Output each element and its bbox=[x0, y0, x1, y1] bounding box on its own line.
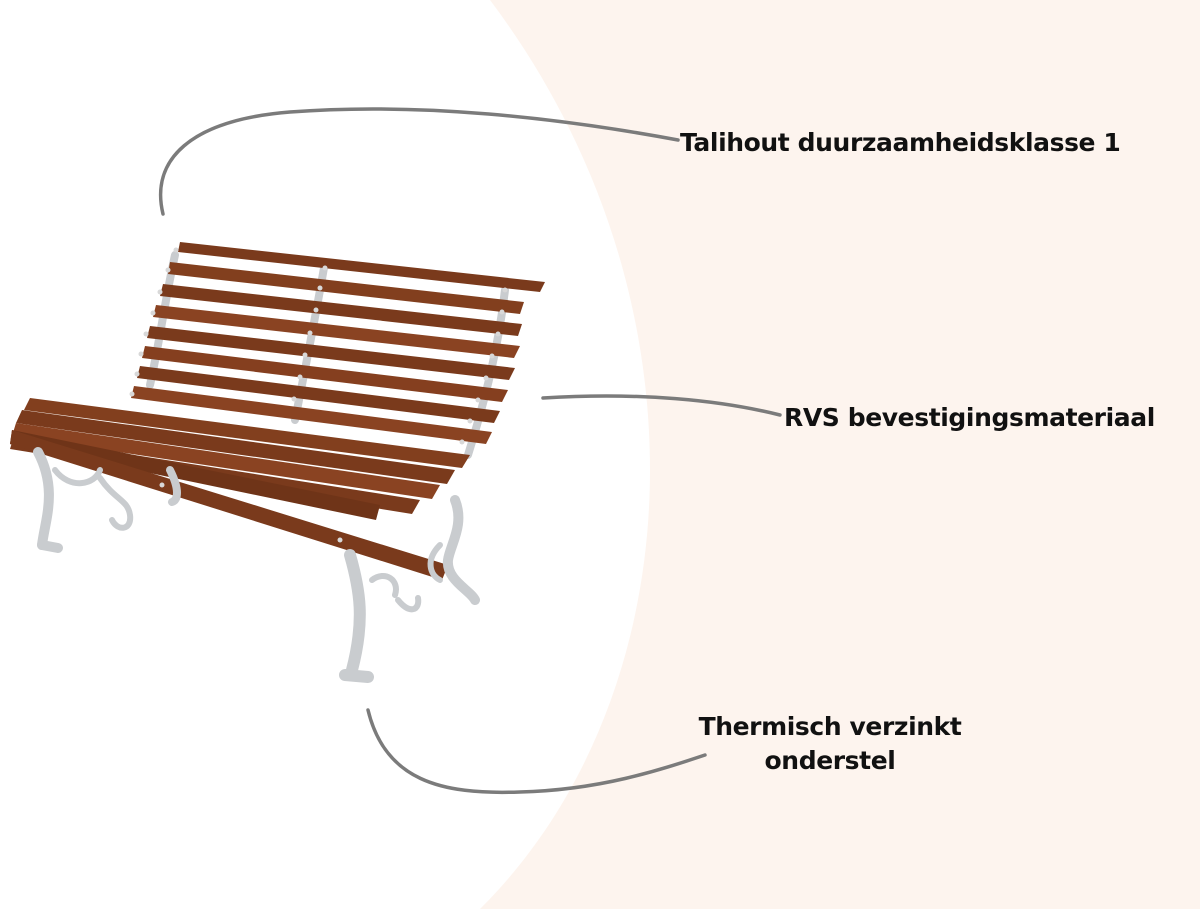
callout-label-wood: Talihout duurzaamheidsklasse 1 bbox=[680, 128, 1121, 157]
bench-leg-left bbox=[33, 447, 181, 553]
bench-front-rail bbox=[10, 430, 448, 580]
callout-label-frame-line1: Thermisch verzinkt bbox=[698, 712, 962, 741]
callout-line-frame bbox=[366, 708, 707, 795]
callout-label-fasteners: RVS bevestigingsmateriaal bbox=[784, 403, 1155, 432]
callout-label-frame-line2: onderstel bbox=[764, 746, 896, 775]
bench-seat-slats bbox=[10, 398, 470, 520]
callout-label-frame: Thermisch verzinkt onderstel bbox=[690, 710, 970, 778]
callout-line-fasteners bbox=[541, 394, 782, 417]
background-arc-shape bbox=[480, 0, 1200, 909]
bench-leg-right bbox=[339, 495, 480, 683]
bench-screws bbox=[129, 247, 508, 543]
bench-back-slats bbox=[131, 242, 545, 444]
callout-line-wood bbox=[158, 107, 680, 216]
